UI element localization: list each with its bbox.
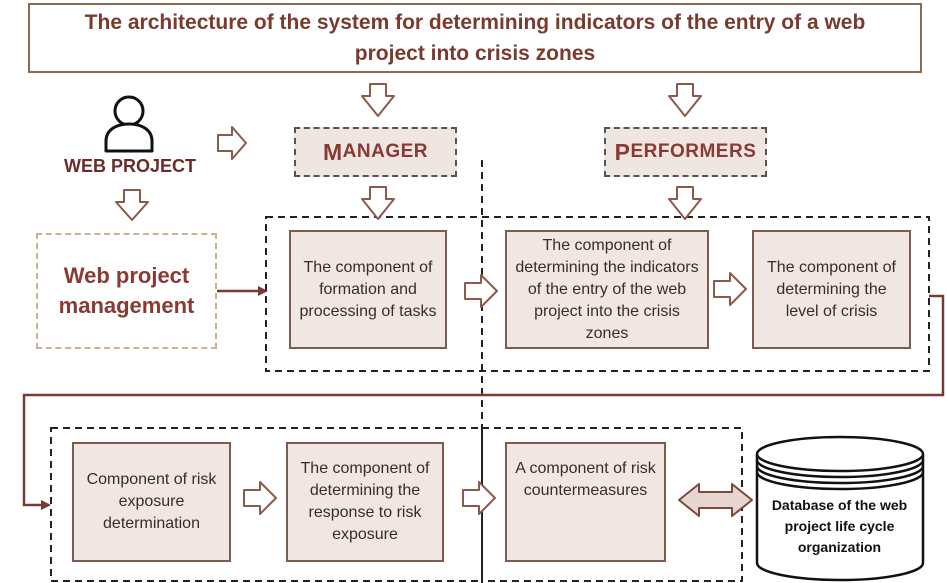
title-to-manager-arrow <box>361 83 395 117</box>
crisis-to-risk-connector <box>22 294 945 510</box>
web-project-label: WEB PROJECT <box>63 156 196 176</box>
indicators-component: The component of determining the indicat… <box>505 230 709 349</box>
risk-response-component: The component of determining the respons… <box>286 442 444 562</box>
countermeasures-component: A component of risk countermeasures <box>505 442 666 562</box>
performers-to-indicators-arrow <box>668 186 702 220</box>
database-icon <box>755 435 925 582</box>
user-to-manager-arrow <box>217 126 247 160</box>
formation-to-indicators-arrow <box>464 274 498 308</box>
diagram-title: The architecture of the system for deter… <box>28 3 922 73</box>
manager-label-rest: ANAGER <box>342 141 428 162</box>
database-label: Database of the web project life cycle o… <box>771 497 908 555</box>
user-icon <box>104 95 154 153</box>
indicators-to-crisis-arrow <box>713 272 747 306</box>
countermeasures-database-double-arrow <box>678 483 753 517</box>
manager-to-formation-arrow <box>361 186 395 220</box>
risk-exposure-component: Component of risk exposure determination <box>72 442 231 562</box>
web-project-management-box: Web project management <box>36 233 217 349</box>
response-to-countermeasures-arrow <box>462 481 496 515</box>
crisis-level-component: The component of determining the level o… <box>752 230 911 349</box>
performers-label-rest: ERFORMERS <box>630 141 757 162</box>
performers-label-initial: P <box>614 138 631 165</box>
formation-component: The component of formation and processin… <box>289 230 447 349</box>
exposure-to-response-arrow <box>243 481 277 515</box>
manager-label-initial: M <box>322 138 343 165</box>
webproject-to-management-arrow <box>115 189 149 221</box>
title-to-performers-arrow <box>668 83 702 117</box>
